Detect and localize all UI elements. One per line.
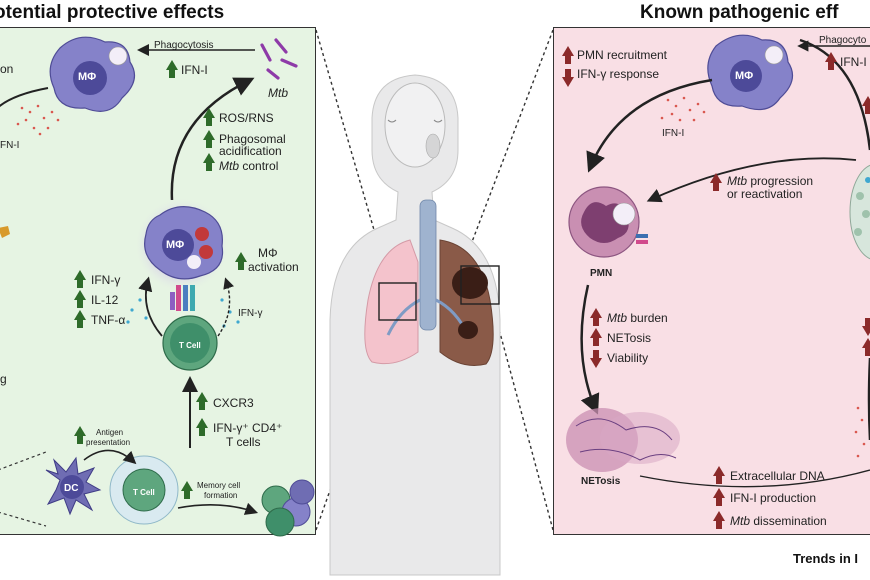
green-up-arrows bbox=[74, 60, 247, 499]
neutrophil-pmn bbox=[568, 186, 640, 258]
label-mphi-activation-2: activation bbox=[248, 260, 299, 274]
label-mtb-control-rest: control bbox=[239, 159, 279, 173]
label-mphi-right: MΦ bbox=[735, 70, 754, 82]
label-ifn-cd4-2: T cells bbox=[226, 435, 261, 449]
label-il12: IL-12 bbox=[91, 293, 119, 307]
arrow-netosis-bottom bbox=[639, 469, 870, 488]
orange-fragment bbox=[0, 226, 10, 238]
label-pmn: PMN bbox=[590, 268, 613, 279]
label-tnf-alpha: TNF-α bbox=[91, 313, 126, 327]
label-antigen-2: presentation bbox=[86, 438, 131, 447]
t-cell-left bbox=[162, 315, 218, 371]
t-cell-small bbox=[109, 455, 179, 525]
label-phagocyto: Phagocyto bbox=[819, 35, 867, 46]
label-fragment-on: on bbox=[0, 62, 14, 76]
dashed-line-dc-bottom bbox=[0, 511, 47, 527]
label-acidification: acidification bbox=[219, 144, 282, 158]
label-mtb-control-mtb: Mtb bbox=[219, 159, 240, 173]
label-mtb-control: Mtb control bbox=[219, 159, 278, 174]
label-ros-rns: ROS/RNS bbox=[219, 111, 274, 125]
dashed-line-dc-top bbox=[0, 451, 47, 470]
label-phagocytosis: Phagocytosis bbox=[154, 40, 214, 51]
arrow-top-left-curve bbox=[0, 87, 49, 107]
arrow-tcell-curve-right bbox=[217, 277, 234, 337]
receptor-complex bbox=[170, 285, 195, 311]
label-memory-2: formation bbox=[204, 491, 238, 500]
label-netosis-up: NETosis bbox=[607, 331, 652, 345]
ifn-dots-right-lower bbox=[854, 406, 866, 458]
label-dc: DC bbox=[64, 483, 79, 494]
label-fragment-g: g bbox=[0, 372, 7, 386]
label-mtb-progression-rest: progression bbox=[747, 174, 814, 188]
zoom-lines bbox=[315, 29, 554, 531]
memory-cells bbox=[261, 479, 315, 537]
label-mtb-dissemination-mtb: Mtb bbox=[730, 514, 751, 528]
label-t-cell-small: T Cell bbox=[133, 488, 155, 497]
macrophage-top-right bbox=[707, 34, 794, 111]
label-mtb-progression-mtb: Mtb bbox=[727, 174, 748, 188]
arrow-tcell-curve-left bbox=[138, 276, 163, 337]
mtb-bacteria-left bbox=[260, 38, 298, 80]
ifn-dots-right bbox=[660, 96, 706, 122]
label-mphi-activated: MΦ bbox=[166, 239, 185, 251]
label-fragment-fn-i: FN-I bbox=[0, 140, 20, 151]
label-ifn-i-top-left: IFN-I bbox=[181, 63, 208, 77]
granuloma-edge bbox=[849, 164, 870, 260]
label-mtb-burden-mtb: Mtb bbox=[607, 311, 628, 325]
activated-macrophage bbox=[134, 197, 230, 293]
label-reactivation: or reactivation bbox=[727, 187, 803, 201]
label-ifn-gamma-arrow: IFN-γ bbox=[238, 308, 263, 319]
label-ifn-gamma-response: IFN-γ response bbox=[577, 67, 660, 81]
label-ifn-i-production: IFN-I production bbox=[730, 491, 817, 505]
label-mtb-burden: Mtb burden bbox=[607, 311, 668, 326]
label-mtb-dissemination-rest: dissemination bbox=[750, 514, 827, 528]
arrow-mphi-to-mtb bbox=[170, 77, 255, 201]
label-ifn-gamma-left: IFN-γ bbox=[91, 273, 121, 287]
label-antigen-1: Antigen bbox=[96, 428, 124, 437]
dendritic-cell bbox=[45, 456, 102, 516]
journal-footer: Trends in I bbox=[793, 551, 859, 566]
label-mtb-left: Mtb bbox=[268, 86, 289, 100]
label-mphi-top-left: MΦ bbox=[78, 71, 97, 83]
pmn-receptor bbox=[636, 234, 648, 244]
label-netosis: NETosis bbox=[581, 476, 621, 487]
label-mtb-progression: Mtb progression bbox=[727, 174, 813, 189]
red-arrows bbox=[562, 46, 870, 529]
label-ifn-cd4-1: IFN-γ⁺ CD4⁺ bbox=[213, 421, 283, 435]
macrophage-top-left bbox=[49, 36, 136, 112]
arrow-right-loop bbox=[799, 38, 870, 151]
left-panel-title: otential protective effects bbox=[0, 2, 225, 23]
arrow-progression bbox=[646, 157, 857, 203]
arrow-antigen bbox=[83, 449, 137, 465]
label-mtb-burden-rest: burden bbox=[627, 311, 668, 325]
arrow-memory bbox=[177, 502, 259, 515]
ifn-dots-left bbox=[16, 104, 60, 136]
lungs bbox=[364, 199, 500, 366]
netosis-cell bbox=[566, 408, 680, 472]
label-mtb-dissemination: Mtb dissemination bbox=[730, 514, 827, 529]
label-mphi-activation-1: MΦ bbox=[258, 246, 278, 260]
label-cxcr3: CXCR3 bbox=[213, 396, 254, 410]
right-panel-title: Known pathogenic eff bbox=[640, 2, 839, 23]
label-pmn-recruitment: PMN recruitment bbox=[577, 48, 668, 62]
label-extracellular-dna: Extracellular DNA bbox=[730, 469, 825, 483]
label-memory-1: Memory cell bbox=[197, 481, 241, 490]
arrow-pmn-to-netosis bbox=[580, 284, 600, 415]
label-ifn-i-top-right: IFN-I bbox=[840, 55, 867, 69]
label-viability: Viability bbox=[607, 351, 649, 365]
label-phagosomal: Phagosomal bbox=[219, 132, 286, 146]
label-ifn-i-mid-right: IFN-I bbox=[662, 128, 685, 139]
arrow-mphi-to-pmn bbox=[586, 78, 713, 173]
label-t-cell-left: T Cell bbox=[179, 341, 201, 350]
